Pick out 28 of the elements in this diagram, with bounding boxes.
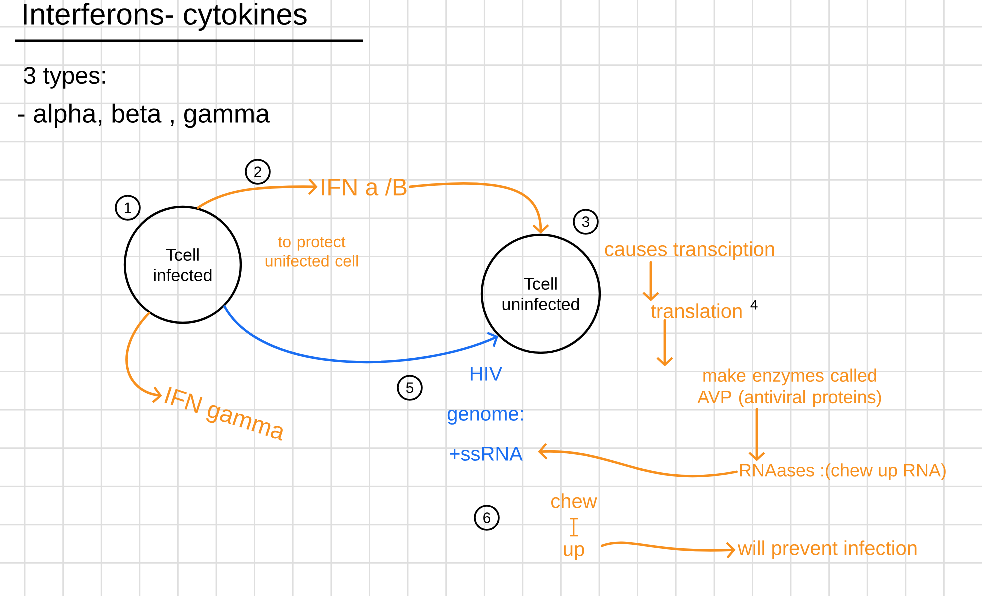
note-text: IFN a /B: [322, 178, 407, 196]
step-number: 5: [397, 375, 423, 401]
arrow: [538, 443, 738, 478]
title-text: Interferons- cytokines: [24, 3, 307, 31]
arrow: [409, 182, 550, 234]
step-number: 2: [245, 159, 271, 185]
note-text: to protect unifected cell: [266, 237, 358, 267]
step-number: 3: [573, 209, 599, 235]
arrow: [748, 408, 766, 462]
note-text: translation: [651, 304, 742, 318]
note-text: IFN gamma: [164, 387, 283, 441]
arrow: [656, 319, 674, 367]
step-number: 1: [115, 195, 141, 221]
arrow: [601, 542, 736, 559]
note-text: 3 types:: [24, 67, 106, 89]
arrow: [126, 312, 162, 404]
note-text: HIV genome: +ssRNA: [448, 367, 524, 461]
note-text: - alpha, beta , gamma: [18, 104, 270, 128]
note-text: make enzymes called AVP (antiviral proteins): [698, 368, 882, 408]
step-number: 4: [750, 300, 758, 310]
note-text: causes transciption: [605, 242, 774, 260]
arrow: [642, 261, 660, 302]
note-text: will prevent infection: [738, 540, 917, 560]
note-text: chew up: [552, 494, 598, 560]
note-text: RNAases :(chew up RNA): [740, 464, 946, 480]
arrow: [197, 178, 318, 210]
arrow: [224, 306, 499, 364]
step-number: 6: [474, 505, 500, 531]
